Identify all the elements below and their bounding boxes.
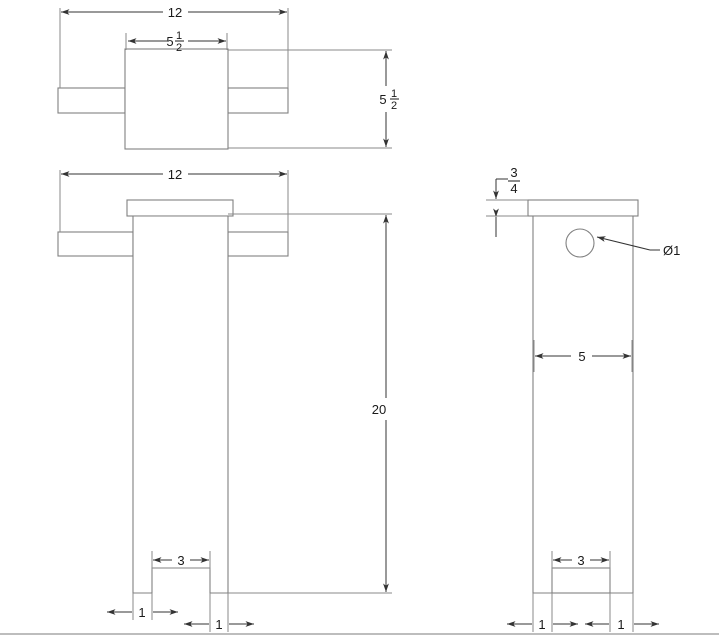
side-view-cap-plate [527,199,639,217]
side-view-column [532,215,634,594]
front-view-cap-plate [126,199,234,217]
frac-den-a: 2 [176,42,182,54]
side-view-dim-cap-label: 3 4 [508,165,520,196]
frac-num-c: 3 [510,165,517,180]
top-view: 12 5 1 2 5 1 2 [57,5,399,150]
side-view-hole [565,228,595,258]
top-view-dim-depth-label: 5 1 2 [379,88,399,112]
front-view: 12 20 3 1 1 [57,167,392,632]
side-view-dim-1d-label: 1 [617,617,624,632]
frac-num-b: 1 [391,88,397,100]
front-view-left-flange [57,231,134,257]
frac-den-c: 4 [510,181,517,196]
front-view-dim-1a-label: 1 [138,605,145,620]
side-view-dim-1c-label: 1 [538,617,545,632]
front-view-dim-3-label: 3 [177,553,184,568]
side-view-dim-5-label: 5 [578,349,585,364]
front-view-column-with-notch [132,215,229,594]
top-view-dim-body-label: 5 1 2 [166,30,184,54]
top-view-right-flange [227,87,289,114]
top-view-body [124,48,229,150]
frac-whole-b: 5 [379,92,386,107]
right-side-view: 3 4 Ø1 5 3 1 1 [486,165,680,632]
side-view-hole-label: Ø1 [663,243,680,258]
front-view-dim-20-label: 20 [372,402,386,417]
top-view-left-flange [57,87,126,114]
side-view-hole-leader [596,236,651,251]
frac-whole-a: 5 [166,34,173,49]
front-view-dim-1b-label: 1 [215,617,222,632]
frac-num-a: 1 [176,30,182,42]
front-view-right-flange [227,231,289,257]
top-view-dim-12-label: 12 [168,5,182,20]
side-view-bottom-tab [551,567,611,594]
side-view-dim-3-label: 3 [577,553,584,568]
frac-den-b: 2 [391,100,397,112]
front-view-dim-12-label: 12 [168,167,182,182]
